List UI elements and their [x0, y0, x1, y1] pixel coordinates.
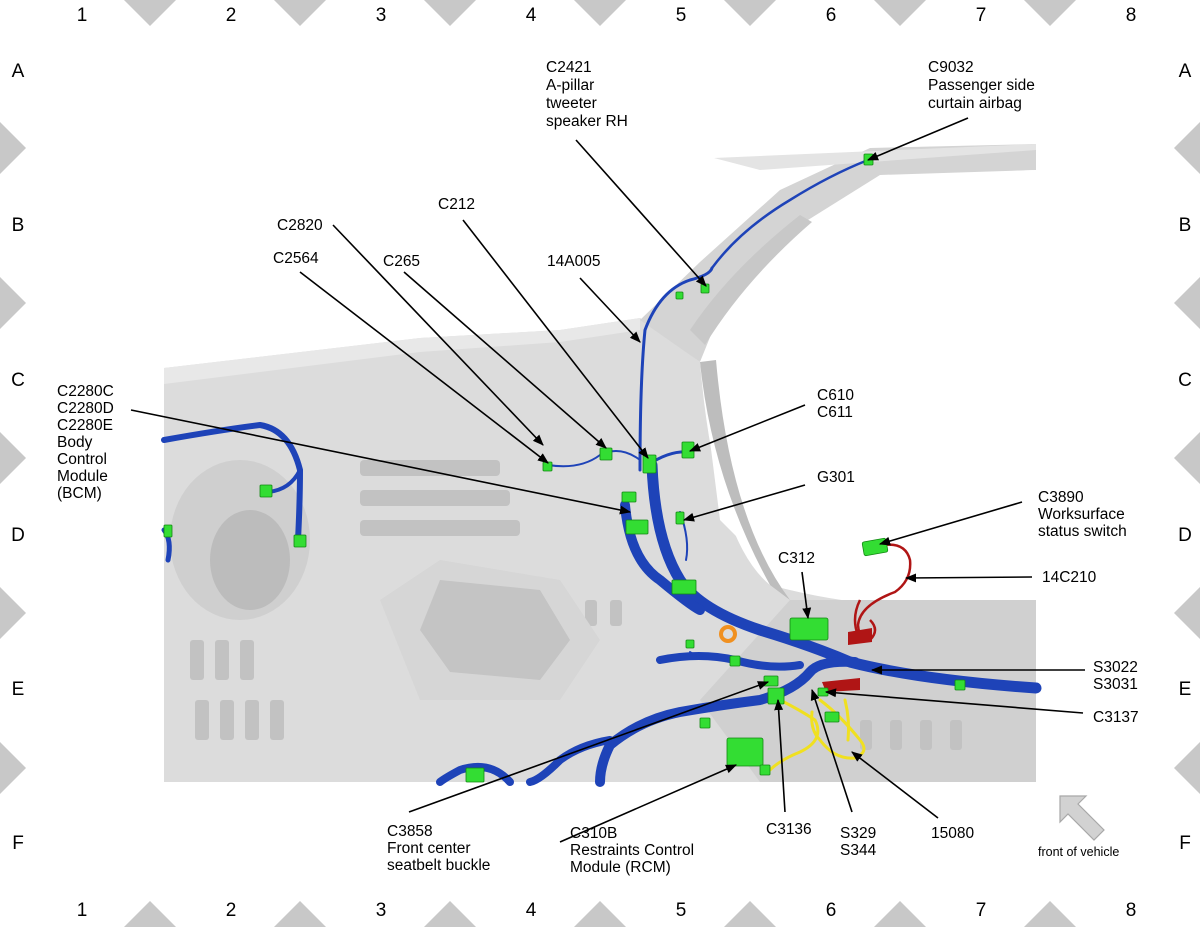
grid-col-label: 7	[976, 5, 987, 26]
grid-col-label: 8	[1126, 900, 1137, 921]
callout-line: S344	[840, 842, 877, 859]
grid-col-label: 5	[676, 900, 687, 921]
grid-col-label: 2	[226, 5, 237, 26]
callout-c610-c611: C610 C611	[817, 387, 858, 421]
grid-column-labels-top: 1 2 3 4 5 6 7 8	[77, 5, 1137, 26]
grid-col-label: 3	[376, 5, 387, 26]
callout-c3890: C3890 Worksurface status switch	[1038, 489, 1129, 540]
grid-col-label: 4	[526, 900, 537, 921]
grid-col-label: 1	[77, 5, 88, 26]
grid-row-label: B	[12, 215, 25, 236]
callout-line: seatbelt buckle	[387, 857, 490, 874]
callout-line: (BCM)	[57, 485, 102, 502]
svg-text:C9032 Passenger side: C9032 Passenger side curtain airbag	[928, 59, 1039, 112]
grid-col-label: 1	[77, 900, 88, 921]
leader-lines	[130, 117, 1085, 843]
callout-line: C3858	[387, 823, 433, 840]
grid-row-label: D	[11, 525, 25, 546]
front-of-vehicle-arrow-icon	[1059, 795, 1105, 841]
grid-col-label: 6	[826, 900, 837, 921]
callout-line: S3022	[1093, 659, 1138, 676]
grid-col-label: 6	[826, 5, 837, 26]
callout-line: status switch	[1038, 523, 1127, 540]
callout-c2564: C2564	[273, 250, 319, 267]
callout-line: A-pillar	[546, 77, 594, 94]
callout-line: Body	[57, 434, 93, 451]
callout-line: Passenger side	[928, 77, 1035, 94]
callout-c265: C265	[383, 253, 420, 270]
callout-line: S329	[840, 825, 876, 842]
grid-col-label: 8	[1126, 5, 1137, 26]
grid-row-labels-right: A B C D E F	[1178, 61, 1192, 854]
callout-s329-s344: S329 S344	[840, 825, 881, 859]
svg-text:C2280C C2280D C228: C2280C C2280D C2280E Body Control Module…	[57, 383, 118, 502]
callout-c2280-bcm: C2280C C2280D C2280E Body Control Module…	[57, 383, 118, 502]
grid-col-label: 3	[376, 900, 387, 921]
grid-col-label: 2	[226, 900, 237, 921]
grid-column-labels-bottom: 1 2 3 4 5 6 7 8	[77, 900, 1137, 921]
callout-line: tweeter	[546, 95, 597, 112]
callout-line: C310B	[570, 825, 617, 842]
callout-line: C2421	[546, 59, 592, 76]
callout-line: C2280C	[57, 383, 114, 400]
front-of-vehicle-label: front of vehicle	[1038, 845, 1119, 859]
callout-line: Control	[57, 451, 107, 468]
grid-col-label: 4	[526, 5, 537, 26]
grid-row-label: C	[11, 370, 25, 391]
callout-s3022-s3031: S3022 S3031	[1093, 659, 1142, 693]
svg-text:S329 S344: S329 S344	[840, 825, 881, 859]
grid-row-label: A	[12, 61, 25, 82]
callout-15080: 15080	[931, 825, 974, 842]
grid-row-label: E	[12, 679, 25, 700]
callout-14c210: 14C210	[1042, 569, 1097, 586]
callout-c3137: C3137	[1093, 709, 1139, 726]
svg-text:C3890 Worksurface: C3890 Worksurface status switch	[1038, 489, 1129, 540]
callout-c2421: C2421 A-pillar tweeter speaker RH	[546, 59, 628, 130]
callout-line: C9032	[928, 59, 974, 76]
grid-row-label: A	[1179, 61, 1192, 82]
svg-text:C310B Restraints Control: C310B Restraints Control Module (RCM)	[570, 825, 698, 876]
grid-row-label: C	[1178, 370, 1192, 391]
callout-line: speaker RH	[546, 113, 628, 130]
svg-text:C2421 A-pillar twe: C2421 A-pillar tweeter speaker RH	[546, 59, 628, 130]
svg-text:S3022 S3031: S3022 S3031	[1093, 659, 1142, 693]
grid-row-label: E	[1179, 679, 1192, 700]
grid-col-label: 7	[976, 900, 987, 921]
grid-row-label: F	[1179, 833, 1191, 854]
callout-g301: G301	[817, 469, 855, 486]
callout-line: C2280E	[57, 417, 113, 434]
callout-line: Front center	[387, 840, 471, 857]
callout-14a005: 14A005	[547, 253, 600, 270]
grid-row-label: D	[1178, 525, 1192, 546]
grid-col-label: 5	[676, 5, 687, 26]
svg-text:C610 C611: C610 C611	[817, 387, 858, 421]
callout-c212: C212	[438, 196, 475, 213]
grid-row-label: B	[1179, 215, 1192, 236]
callout-line: Worksurface	[1038, 506, 1125, 523]
callout-line: C2280D	[57, 400, 114, 417]
callout-c310b-rcm: C310B Restraints Control Module (RCM)	[570, 825, 698, 876]
callout-c3136: C3136	[766, 821, 812, 838]
callout-line: C3890	[1038, 489, 1084, 506]
callout-line: C611	[817, 404, 853, 421]
connectors	[163, 153, 966, 783]
callout-c2820: C2820	[277, 217, 323, 234]
callout-c312: C312	[778, 550, 815, 567]
callout-c9032: C9032 Passenger side curtain airbag	[928, 59, 1039, 112]
callout-line: Module (RCM)	[570, 859, 671, 876]
callout-line: S3031	[1093, 676, 1138, 693]
callout-line: Module	[57, 468, 108, 485]
callout-line: C610	[817, 387, 854, 404]
svg-text:C3858 Front center: C3858 Front center seatbelt buckle	[387, 823, 490, 874]
callout-line: Restraints Control	[570, 842, 694, 859]
callout-line: curtain airbag	[928, 95, 1022, 112]
grid-row-labels-left: A B C D E F	[11, 61, 25, 854]
vehicle-body-illustration	[164, 144, 1036, 782]
grid-row-label: F	[12, 833, 24, 854]
callout-c3858: C3858 Front center seatbelt buckle	[387, 823, 490, 874]
